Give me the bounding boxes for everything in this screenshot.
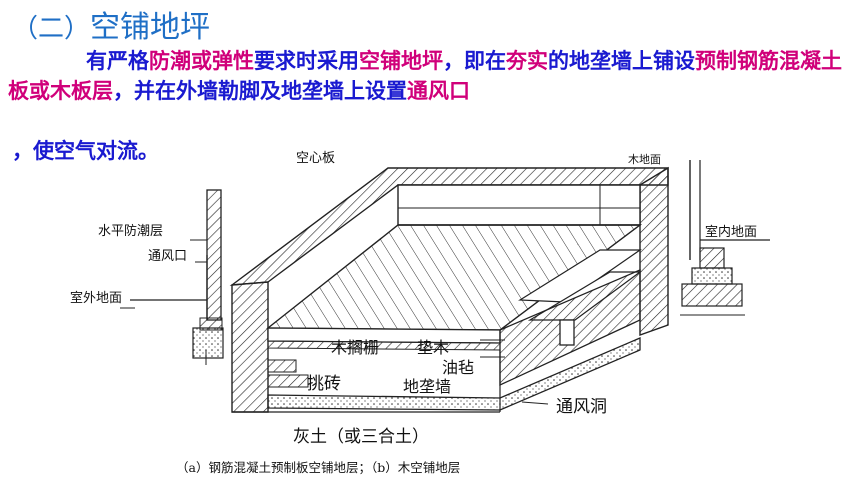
label-vent: 通风口 xyxy=(148,249,187,264)
floor-construction-figure: 空心板 水平防潮层 通风口 室外地面 木地面 室内地面 木搁栅 垫木 油毡 挑砖… xyxy=(70,151,770,447)
pier-b xyxy=(699,247,725,269)
right-wall xyxy=(639,166,669,336)
label-pad: 垫木 xyxy=(417,338,449,357)
label-cantilever-brick: 挑砖 xyxy=(307,374,341,394)
para-seg: 有严格 xyxy=(86,49,149,73)
heading-prefix: （二） xyxy=(12,14,91,44)
label-sleeper-wall: 地垄墙 xyxy=(403,377,451,396)
hollow-slab-beam xyxy=(397,184,641,226)
para-seg: 防潮或弹性 xyxy=(149,49,254,73)
label-hollow-slab: 空心板 xyxy=(296,151,335,166)
para-seg: 的地垄墙上铺设 xyxy=(548,49,695,73)
left-wall xyxy=(231,281,269,413)
heading-text: 空铺地坪 xyxy=(90,10,211,45)
detail-b xyxy=(680,160,770,316)
label-lime-soil: 灰土（或三合土） xyxy=(293,427,429,447)
label-indoor-ground: 室内地面 xyxy=(705,224,757,240)
para-seg: 空铺地坪 xyxy=(359,49,443,73)
body-paragraph: 有严格防潮或弹性要求时采用空铺地坪，即在夯实的地垄墙上铺设预制钢筋混凝土板或木板… xyxy=(8,46,853,163)
wall-a xyxy=(206,189,222,321)
para-seg: 预制钢筋混凝土板或木板层 xyxy=(8,49,842,103)
para-seg: ，并在外墙勒脚及地垄墙上设置 xyxy=(113,79,407,103)
para-seg: ，即在 xyxy=(443,49,506,73)
label-wood-floor-top: 木地面 xyxy=(628,153,661,166)
label-joist: 木搁栅 xyxy=(331,338,379,357)
joist-beam xyxy=(267,327,501,344)
para-seg: 通风口 xyxy=(407,79,470,103)
label-outdoor-ground: 室外地面 xyxy=(70,290,122,306)
figure-caption: （a）钢筋混凝土预制板空铺地层；（b）木空铺地层 xyxy=(176,460,461,475)
section-heading: （二）空铺地坪 xyxy=(12,2,210,46)
vent-hole-box xyxy=(559,319,575,346)
para-seg: 夯实 xyxy=(506,49,548,73)
main-illustration xyxy=(229,166,669,413)
figure-labels: 空心板 水平防潮层 通风口 室外地面 木地面 室内地面 木搁栅 垫木 油毡 挑砖… xyxy=(70,151,757,447)
label-felt: 油毡 xyxy=(442,358,474,377)
footing-a xyxy=(192,327,224,359)
detail-a xyxy=(120,189,224,365)
label-dpc: 水平防潮层 xyxy=(98,223,163,239)
para-seg: 要求时采用 xyxy=(254,49,359,73)
para-tail: ，使空气对流。 xyxy=(12,139,159,163)
label-vent-hole: 通风洞 xyxy=(556,397,607,417)
